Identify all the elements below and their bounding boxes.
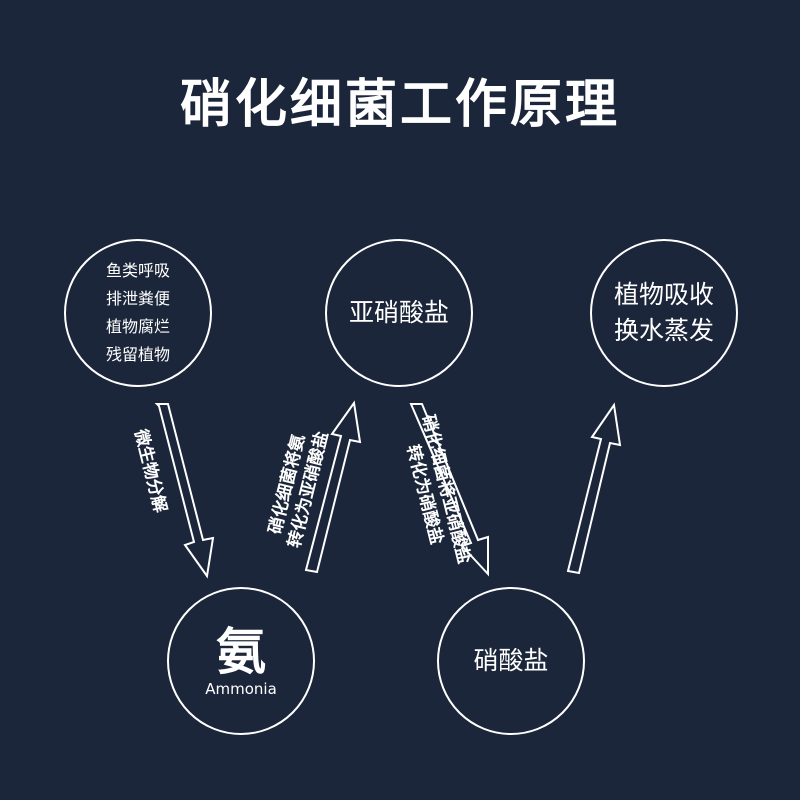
- node-nitrate: 硝酸盐: [437, 587, 585, 735]
- arrow-to-nitrite: [304, 400, 362, 574]
- page-title: 硝化细菌工作原理: [179, 75, 620, 135]
- arrow-decompose: [154, 403, 215, 579]
- plants-text: 植物吸收: [613, 280, 714, 309]
- source-text: 鱼类呼吸: [105, 261, 170, 280]
- arrow-to-nitrate: [409, 403, 489, 577]
- source-text: 残留植物: [105, 345, 170, 364]
- ammonia-en: Ammonia: [205, 680, 277, 698]
- ammonia-cn: 氨: [216, 623, 266, 681]
- source-text: 植物腐烂: [105, 317, 170, 336]
- nitrate-label: 硝酸盐: [473, 646, 549, 675]
- node-sources: 鱼类呼吸 排泄粪便 植物腐烂 残留植物: [64, 239, 212, 387]
- node-nitrite: 亚硝酸盐: [325, 239, 473, 387]
- source-text: 排泄粪便: [105, 289, 170, 308]
- node-plants: 植物吸收 换水蒸发: [590, 239, 738, 387]
- plants-text: 换水蒸发: [613, 316, 714, 345]
- nitrite-label: 亚硝酸盐: [348, 298, 449, 327]
- arrow-plants: [566, 402, 622, 575]
- node-ammonia: 氨 Ammonia: [167, 587, 315, 735]
